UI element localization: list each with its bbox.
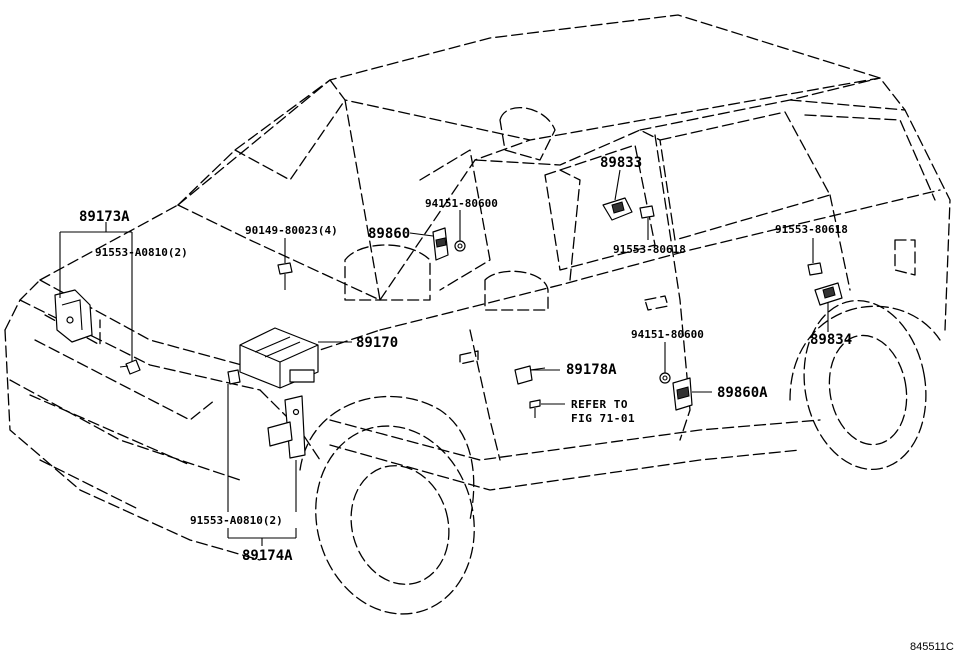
- bolt-91553-a0810-top: [119, 359, 141, 375]
- label-refer-to: REFER TO: [571, 398, 628, 411]
- nut-94151-mid: [659, 372, 671, 384]
- label-91553-a0810-bottom: 91553-A0810(2): [190, 514, 283, 527]
- bolt-91553-80618-right: [807, 262, 823, 276]
- leader-lines: [59, 169, 829, 546]
- label-89833: 89833: [600, 155, 642, 171]
- part-89173A-sensor: [54, 289, 93, 343]
- bolt-91553-a0810-bottom: [227, 369, 241, 385]
- part-labels: 89173A 91553-A0810(2) 90149-80023(4) 941…: [79, 155, 852, 564]
- label-89178A: 89178A: [566, 362, 617, 378]
- part-89860-sensor: [432, 227, 449, 261]
- label-89170: 89170: [356, 335, 398, 351]
- part-89834-sensor: [814, 282, 843, 306]
- part-89833-sensor: [602, 197, 633, 221]
- part-89178A-bracket: [514, 365, 546, 385]
- part-89170-ecu: [239, 327, 319, 389]
- label-refer-fig: FIG 71-01: [571, 412, 635, 425]
- screw-refer-fig: [529, 399, 541, 418]
- label-89860: 89860: [368, 226, 410, 242]
- label-89860A: 89860A: [717, 385, 768, 401]
- label-89174A: 89174A: [242, 548, 293, 564]
- label-94151-80600-mid: 94151-80600: [631, 328, 704, 341]
- label-89173A: 89173A: [79, 209, 130, 225]
- figure-number: 845511C: [910, 641, 954, 653]
- bolt-90149: [277, 262, 293, 290]
- part-89860A-sensor: [672, 377, 693, 411]
- label-94151-80600-top: 94151-80600: [425, 197, 498, 210]
- bolt-91553-80618-mid: [639, 205, 655, 219]
- label-89834: 89834: [810, 332, 852, 348]
- nut-94151-top: [454, 240, 466, 252]
- part-89174A-sensor: [267, 395, 306, 459]
- vehicle-outline: [4, 14, 951, 615]
- label-91553-a0810-top: 91553-A0810(2): [95, 246, 188, 259]
- label-91553-80618-right: 91553-80618: [775, 223, 848, 236]
- label-91553-80618-mid: 91553-80618: [613, 243, 686, 256]
- label-90149-80023: 90149-80023(4): [245, 224, 338, 237]
